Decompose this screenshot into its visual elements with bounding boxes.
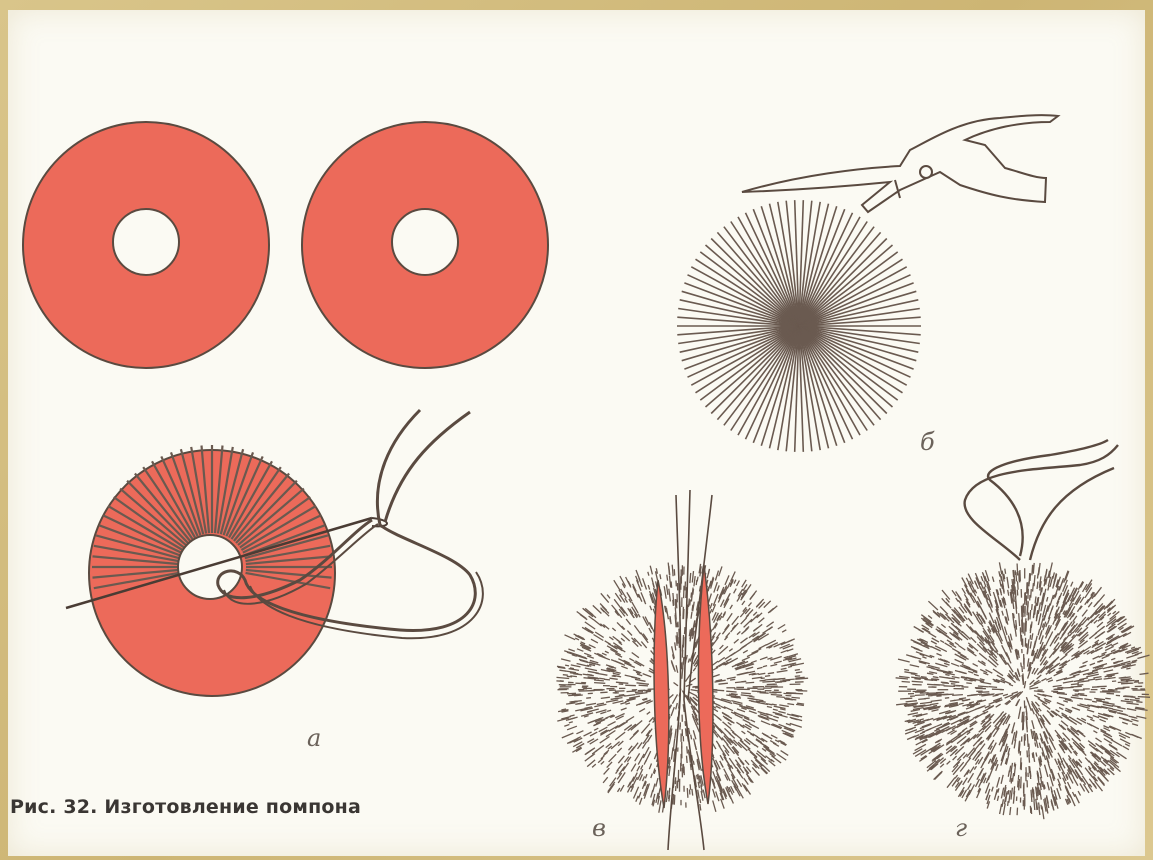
label-v: в: [592, 814, 606, 842]
label-g: г: [955, 814, 967, 842]
label-b: б: [920, 428, 935, 456]
figure-g-pompon: [896, 440, 1150, 819]
figure-b-cutting: [677, 115, 1058, 452]
yarn-fluff-v: [556, 563, 808, 813]
scissors-icon: [742, 115, 1058, 212]
label-a: а: [307, 724, 321, 752]
cardboard-disc-right: [302, 122, 548, 368]
figure-a-winding: [66, 410, 483, 696]
disc-edge-left: [654, 580, 669, 808]
figure-caption: Рис. 32. Изготовление помпона: [10, 796, 361, 818]
yarn-burst: [677, 200, 921, 452]
yarn-fluff-g: [896, 562, 1150, 819]
figure-v-tying: [556, 490, 808, 850]
cardboard-disc-left: [23, 122, 269, 368]
